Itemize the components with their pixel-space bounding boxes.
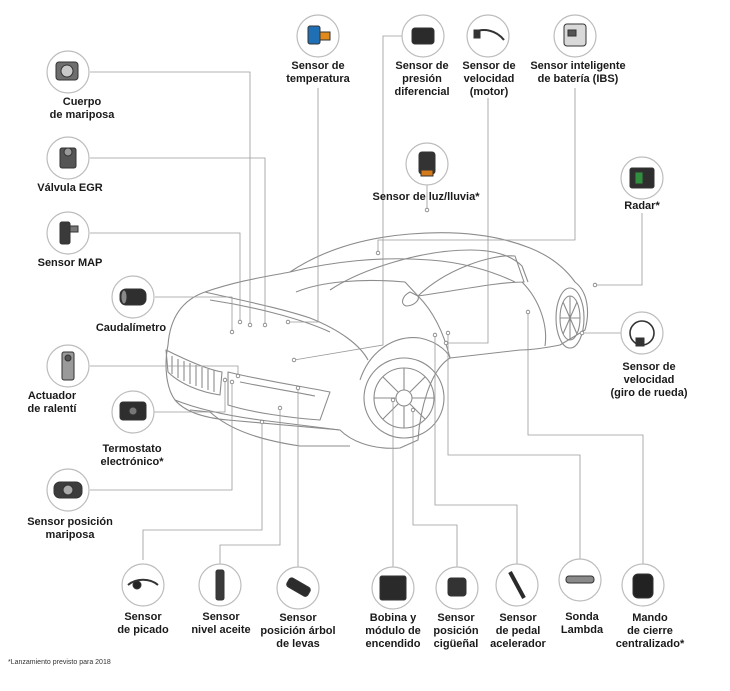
part-glyphs bbox=[53, 23, 655, 601]
label-mando-cierre: Mando de cierre centralizado* bbox=[615, 612, 685, 650]
wheel-speed-sensor-icon bbox=[620, 311, 664, 355]
label-sensor-ciguenal: Sensor posición cigüeñal bbox=[433, 612, 479, 650]
label-termostato: Termostato electrónico* bbox=[100, 443, 164, 468]
label-caudalimetro: Caudalímetro bbox=[95, 322, 167, 334]
label-sensor-nivel-aceite: Sensor nivel aceite bbox=[191, 611, 251, 636]
label-sensor-pedal: Sensor de pedal acelerador bbox=[490, 612, 546, 650]
engine-speed-sensor-icon bbox=[466, 14, 510, 58]
label-sensor-presion-diferencial: Sensor de presión diferencial bbox=[394, 60, 450, 98]
label-cuerpo-mariposa: Cuerpo de mariposa bbox=[49, 96, 115, 121]
label-sensor-picado: Sensor de picado bbox=[117, 611, 169, 636]
label-sensor-luz-lluvia: Sensor de luz/lluvia* bbox=[372, 191, 480, 203]
label-sensor-ibs: Sensor inteligente de batería (IBS) bbox=[530, 60, 626, 85]
label-sensor-posicion-mariposa: Sensor posición mariposa bbox=[27, 516, 113, 541]
label-sonda-lambda: Sonda Lambda bbox=[560, 611, 604, 636]
label-sensor-velocidad-motor: Sensor de velocidad (motor) bbox=[462, 60, 516, 98]
label-sensor-temperatura: Sensor de temperatura bbox=[286, 60, 350, 85]
anchor-dots bbox=[222, 207, 598, 425]
label-radar: Radar* bbox=[624, 200, 660, 212]
leader-lines bbox=[90, 35, 644, 568]
label-bobina-encendido: Bobina y módulo de encendido bbox=[365, 612, 421, 650]
car-drawing bbox=[165, 232, 589, 449]
knock-sensor-icon bbox=[121, 563, 165, 607]
label-valvula-egr: Válvula EGR bbox=[37, 182, 103, 194]
label-actuador-ralenti: Actuador de ralentí bbox=[27, 390, 77, 415]
label-sensor-map: Sensor MAP bbox=[37, 257, 103, 269]
label-sensor-velocidad-rueda: Sensor de velocidad (giro de rueda) bbox=[610, 361, 688, 399]
footnote: *Lanzamiento previsto para 2018 bbox=[8, 659, 111, 666]
label-sensor-arbol-levas: Sensor posición árbol de levas bbox=[260, 612, 336, 650]
